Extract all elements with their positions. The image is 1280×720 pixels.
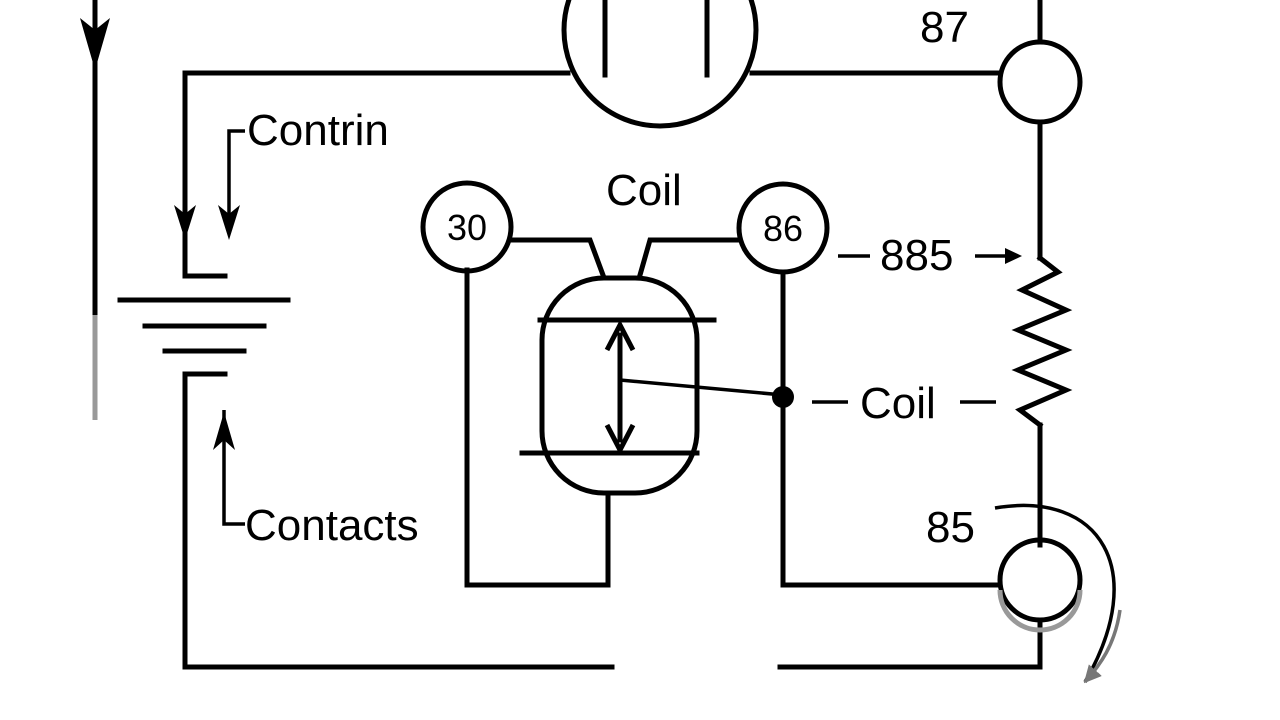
- relay-switch-body: [519, 275, 794, 496]
- terminal-85-label: 85: [926, 503, 975, 552]
- label-885: 885: [880, 231, 953, 280]
- terminal-86-label: 86: [763, 208, 803, 249]
- contrin-label: Contrin: [247, 106, 389, 155]
- terminal-87-label: 87: [920, 3, 969, 52]
- coil-side-label: Coil: [860, 379, 936, 428]
- label-885-arrow: [838, 248, 1022, 264]
- current-flow-arrow: [80, 0, 110, 420]
- terminal-85-bottom: [997, 537, 1083, 633]
- terminal-30: 30: [420, 180, 514, 274]
- terminal-87: [997, 39, 1083, 125]
- terminal-86: 86: [736, 181, 830, 275]
- contrin-pointer: [174, 129, 245, 240]
- lamp-symbol: [561, 0, 759, 129]
- battery-symbol: [117, 273, 291, 377]
- terminal-30-label: 30: [447, 207, 487, 248]
- coil-top-label: Coil: [606, 166, 682, 215]
- contacts-label: Contacts: [245, 501, 419, 550]
- junction-dot: [772, 386, 794, 408]
- curved-arrow: [994, 503, 1122, 684]
- circuit-wires: [182, 0, 1043, 670]
- contacts-pointer: [213, 410, 245, 526]
- coil-resistor: [1011, 254, 1073, 429]
